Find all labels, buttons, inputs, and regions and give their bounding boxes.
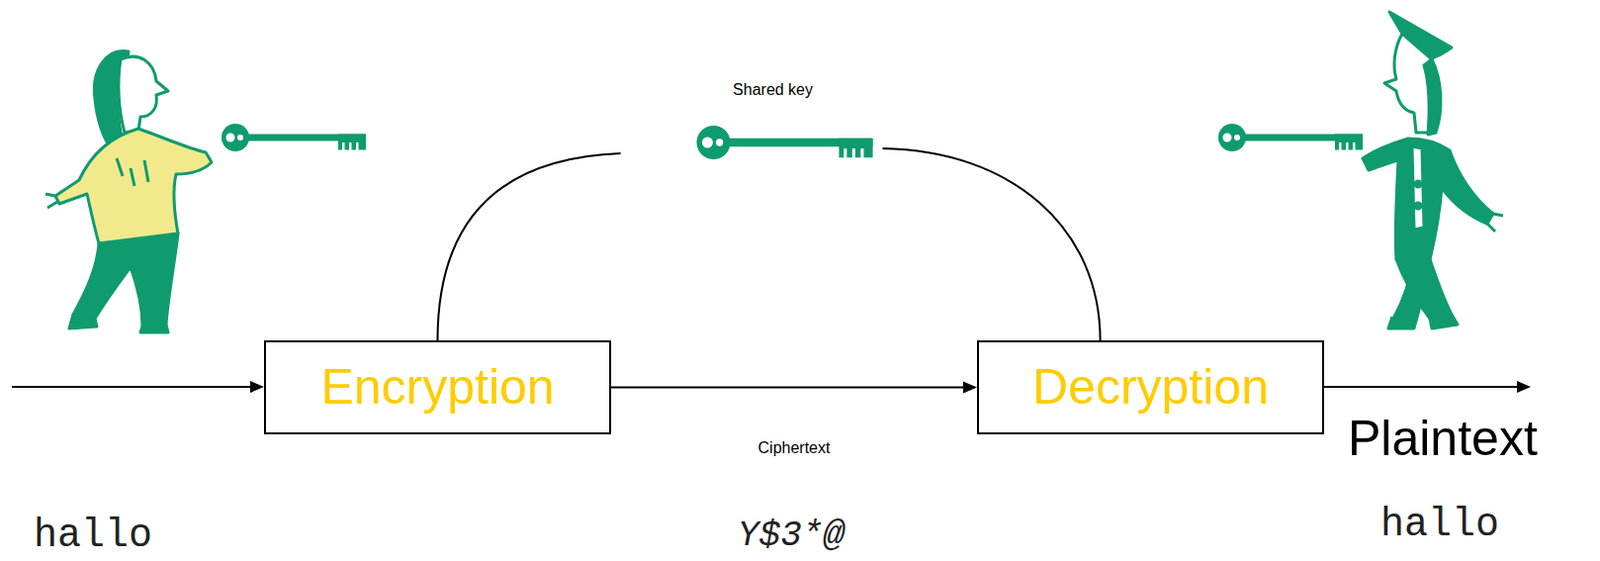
edge-label: Ciphertext (755, 439, 834, 457)
output-label: Plaintext (1344, 410, 1541, 468)
connector (611, 381, 978, 394)
edge-label: Shared key (729, 81, 816, 99)
plaintext-sample: hallo (1377, 502, 1503, 548)
box-label: Decryption (1032, 359, 1269, 415)
connector (438, 148, 1101, 341)
sender-figure (45, 51, 212, 333)
key-icon (1218, 123, 1363, 152)
ciphertext-sample: Y$3*@ (734, 515, 848, 556)
input-arrow (11, 385, 254, 388)
key-icon (221, 123, 366, 152)
arrow-head (1516, 380, 1531, 393)
arrow-head (963, 381, 978, 394)
plaintext-sample: hallo (30, 513, 156, 559)
output-arrow (1323, 385, 1519, 388)
box-label: Encryption (320, 359, 554, 415)
arrow-head (250, 380, 265, 393)
process-box: Encryption (264, 340, 612, 435)
process-box: Decryption (977, 340, 1325, 435)
receiver-figure (1362, 11, 1504, 329)
key-icon (696, 125, 873, 160)
